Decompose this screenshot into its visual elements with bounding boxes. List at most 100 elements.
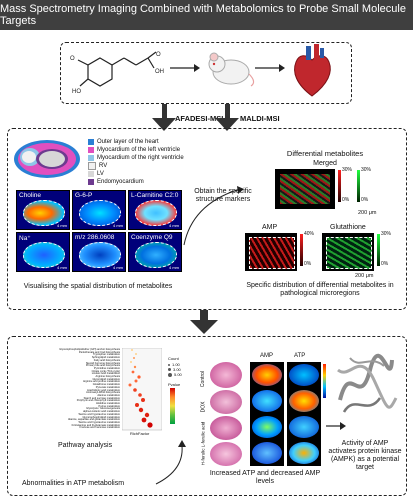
scale-label: 4 mm — [57, 223, 67, 228]
bubble — [144, 412, 150, 418]
pathway-label: Alanine metabolism — [97, 393, 120, 397]
atp-tile-4 — [289, 442, 319, 464]
bubble — [133, 357, 135, 359]
merged-red-max: 30% — [342, 167, 353, 173]
tissue-region — [23, 200, 65, 226]
group-label-hfa: H-ferulic L-ferulic acid — [198, 420, 208, 466]
visualise-caption: Visualising the spatial distribution of … — [23, 283, 173, 290]
bubble — [130, 361, 132, 363]
diff-title: Differential metabolites — [286, 149, 364, 158]
bubble — [141, 398, 145, 402]
merged-title: Merged — [313, 160, 337, 167]
pathway-label: Alanine, aspartate and glutamate metabol… — [67, 418, 120, 422]
msi-tile-choline: Choline 4 mm — [16, 190, 70, 230]
mouse-icon — [208, 52, 255, 87]
pathway-label: Histidine metabolism — [96, 402, 120, 405]
bubble — [147, 422, 153, 428]
method-right-label: MALDI-MSI — [240, 114, 280, 123]
he-stain-dox — [210, 390, 242, 414]
bubble — [137, 375, 141, 379]
pathway-label: D-Glutamine and D-glutamate metabolism — [71, 423, 120, 427]
legend-label: Myocardium of the left ventricle — [97, 146, 181, 153]
title-bar: Mass Spectrometry Imaging Combined with … — [0, 0, 413, 30]
amp-tile-2 — [252, 390, 282, 412]
merged-green-max: 30% — [361, 167, 372, 173]
atp-colorbar — [323, 364, 326, 398]
activity-caption: Activity of AMP activates protein kinase… — [328, 440, 402, 472]
figure-title: Mass Spectrometry Imaging Combined with … — [0, 3, 406, 27]
bubble — [141, 417, 147, 423]
count-legend-dot — [168, 372, 172, 377]
glutathione-scale: 200 μm — [355, 273, 374, 279]
pathway-label: Arginine biosynthesis — [95, 375, 120, 378]
arrow-left-method — [162, 104, 167, 120]
scale-label: 4 mm — [169, 265, 179, 270]
pathway-label: Glycolysis / Gluconeogenesis — [86, 407, 120, 411]
legend-item: Endomyocardium — [88, 178, 228, 186]
amp-tile-1 — [252, 364, 282, 386]
count-legend-value: 3.00 — [173, 367, 181, 372]
svg-text:OH: OH — [155, 69, 164, 75]
pathway-label: Glycerophospholipid/ether (GPI) anchor b… — [59, 348, 120, 351]
tissue-region — [249, 237, 295, 269]
count-legend-item: 3.00 — [168, 367, 181, 372]
merged-scale: 200 μm — [358, 210, 377, 216]
pathway-label: Fructose and mannose metabolism — [79, 426, 120, 430]
bubble — [133, 388, 137, 392]
legend-swatch — [88, 139, 94, 145]
heart-icon — [294, 44, 331, 97]
amp-col-header: AMP — [260, 353, 274, 359]
amp-image — [245, 233, 297, 271]
legend-label: RV — [99, 162, 108, 169]
pathway-label: Steroid hormone biosynthesis — [85, 361, 120, 365]
metabolite-label: m/z 286.0608 — [75, 234, 115, 241]
legend-swatch — [88, 155, 94, 161]
count-legend-title: Count — [168, 356, 179, 361]
arrow-to-mouse — [170, 64, 200, 72]
increased-caption: Increased ATP and decreased AMP levels — [209, 470, 321, 486]
down-arrow-shaft — [200, 310, 208, 322]
legend-item: LV — [88, 170, 228, 178]
top-panel — [60, 42, 352, 104]
legend-item: Myocardium of the left ventricle — [88, 146, 228, 154]
scale-label: 4 mm — [113, 265, 123, 270]
pathway-label: Glutathione metabolism — [92, 383, 120, 387]
merged-colorbar-green — [357, 170, 360, 202]
legend-swatch — [88, 171, 94, 177]
atp-column — [287, 362, 321, 466]
legend-swatch — [88, 162, 96, 170]
msi-tile-coq9: Coenzyme Q9 4 mm — [128, 232, 182, 272]
tissue-region — [326, 237, 372, 269]
bubble — [128, 383, 132, 387]
amp-title: AMP — [262, 224, 278, 231]
scale-label: 4 mm — [113, 223, 123, 228]
legend-label: Myocardium of the right ventricle — [97, 154, 184, 161]
scale-label: 4 mm — [57, 265, 67, 270]
pathway-label: Tryptophan metabolism — [92, 353, 120, 357]
abnorm-arrow — [155, 440, 186, 485]
region-legend: Outer layer of the heart Myocardium of t… — [88, 138, 228, 186]
arrow-to-protein — [326, 422, 346, 430]
count-legend-dot — [168, 368, 171, 371]
metabolite-label: Coenzyme Q9 — [131, 234, 173, 241]
glutathione-max: 30% — [381, 231, 392, 237]
pathway-label: Pyrimidine metabolism — [93, 366, 120, 370]
amp-tile-4 — [252, 442, 282, 464]
bubble — [131, 349, 133, 351]
pathway-label: Porphyrin and chlorophyll metabolism — [76, 399, 120, 403]
bubble — [138, 393, 142, 397]
msi-tile-na: Na⁺ 4 mm — [16, 232, 70, 272]
bubble — [131, 370, 135, 374]
arrow-right-head — [215, 118, 239, 131]
glutathione-min: 0% — [381, 261, 389, 267]
merged-colorbar-red — [338, 170, 341, 202]
count-legend-item: 1.00 — [168, 362, 180, 367]
merged-green-min: 0% — [361, 197, 369, 203]
merged-image — [275, 169, 335, 209]
ampk-protein-structure — [337, 353, 398, 413]
pathway-label: Pyruvate metabolism — [95, 385, 120, 389]
heart-section-schematic — [14, 140, 80, 178]
tissue-region — [79, 200, 121, 226]
legend-swatch — [88, 179, 94, 185]
tissue-region — [79, 242, 121, 268]
